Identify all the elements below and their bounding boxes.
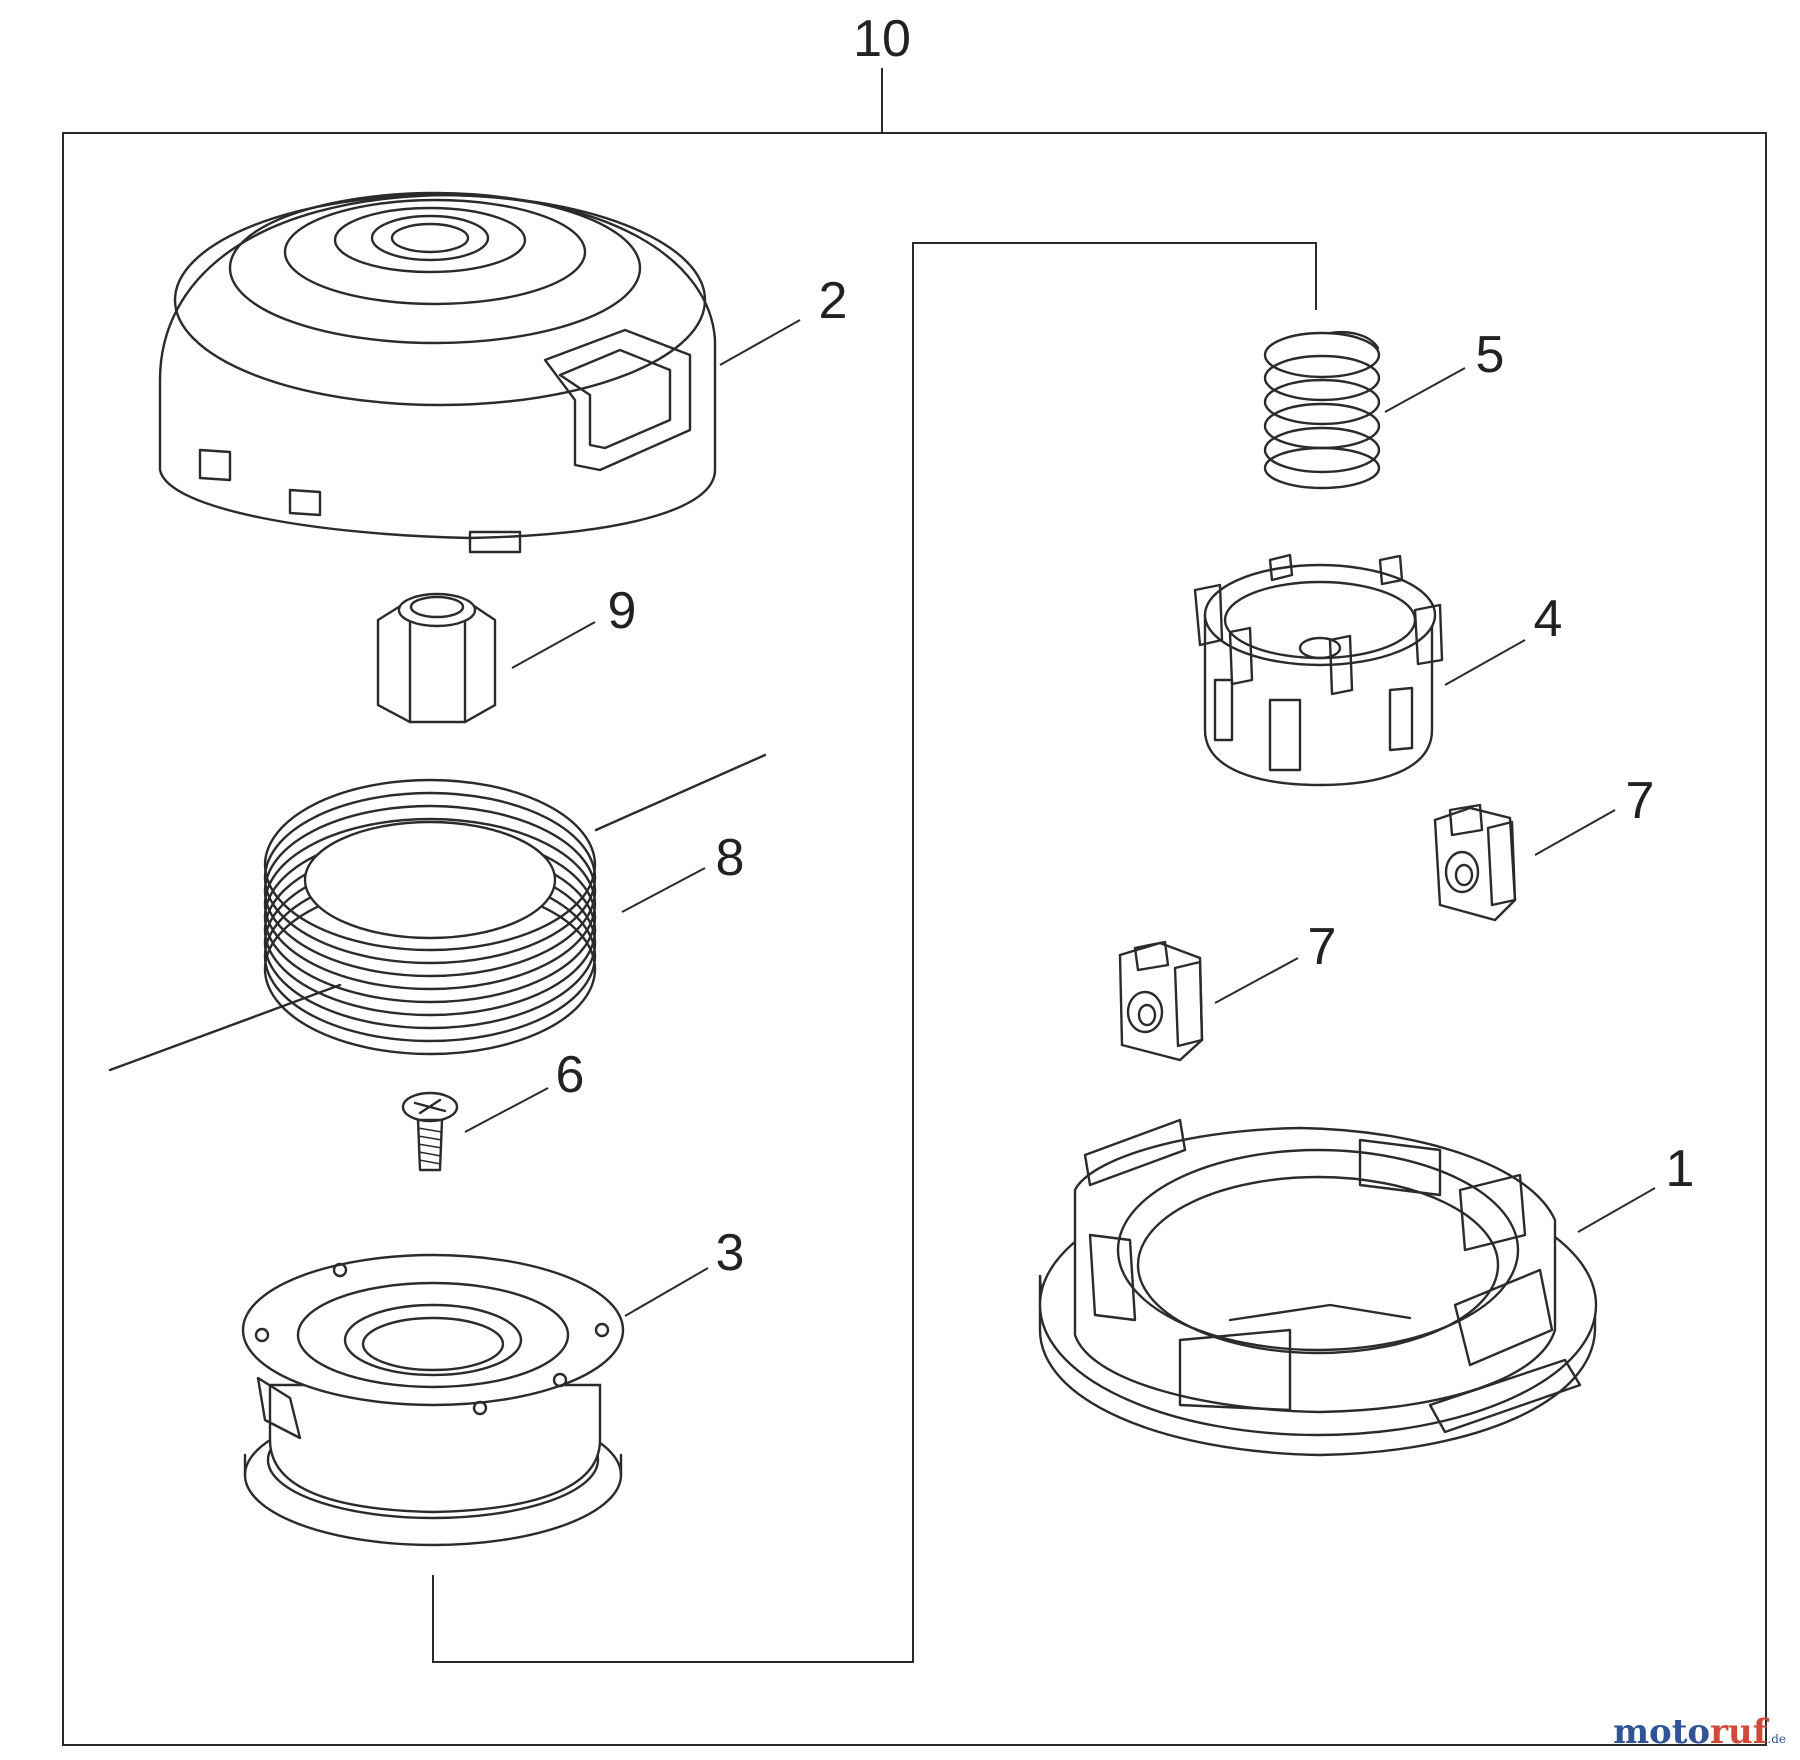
callout-5: 5 [1476, 326, 1505, 384]
watermark-logo: motoruf.de [1613, 1712, 1786, 1752]
group-bracket [432, 242, 1317, 1663]
callout-6: 6 [556, 1046, 585, 1104]
part-spool [241, 1253, 625, 1547]
leader-7b [1214, 957, 1299, 1004]
leader-9 [511, 621, 596, 669]
part-eyelet-lower [1118, 940, 1204, 1062]
assembly-frame [62, 132, 1767, 1746]
leader-1 [1577, 1187, 1656, 1233]
callout-3: 3 [716, 1224, 745, 1282]
callout-7a: 7 [1626, 772, 1655, 830]
leader-8 [621, 867, 706, 913]
callout-8: 8 [716, 829, 745, 887]
leader-2 [719, 319, 801, 366]
callout-4: 4 [1534, 590, 1563, 648]
part-spring [1263, 331, 1381, 490]
callout-1: 1 [1666, 1140, 1695, 1198]
callout-2: 2 [819, 272, 848, 330]
part-housing [1038, 1118, 1598, 1457]
part-cover [158, 191, 717, 554]
watermark-part3: .de [1767, 1732, 1786, 1746]
leader-5 [1384, 367, 1466, 413]
leader-6 [464, 1087, 549, 1133]
callout-7b: 7 [1308, 918, 1337, 976]
part-screw [401, 1091, 459, 1172]
part-ratchet [1193, 553, 1444, 787]
part-eyelet-upper [1433, 803, 1517, 922]
assembly-label: 10 [853, 10, 911, 68]
part-nut [376, 592, 497, 724]
callout-9: 9 [608, 582, 637, 640]
leader-7a [1534, 809, 1616, 856]
watermark-part1: moto [1613, 1712, 1711, 1752]
leader-4 [1444, 639, 1526, 686]
part-line [108, 753, 767, 1072]
leader-3 [624, 1267, 709, 1317]
watermark-part2: ruf [1710, 1712, 1768, 1752]
